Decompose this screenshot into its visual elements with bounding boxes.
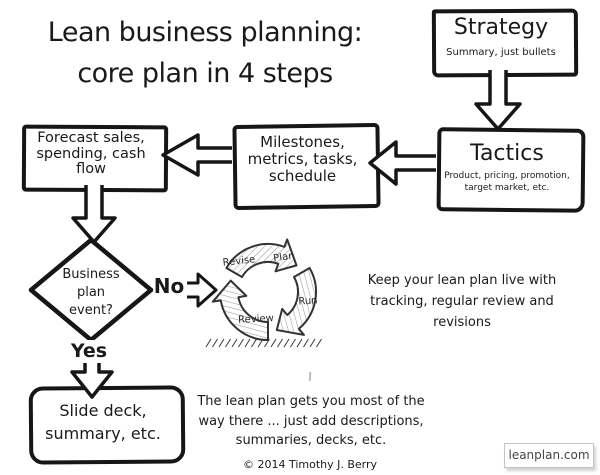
leanplan-watermark: leanplan.com [504, 443, 594, 468]
tactics-subtitle: Product, pricing, promotion, target mark… [444, 171, 570, 193]
no-label: No [153, 274, 185, 298]
strategy-title: Strategy [453, 15, 549, 40]
cycle-step-revise: Revise [222, 254, 256, 269]
slide-deck-label: Slide deck, summary, etc. [45, 401, 161, 443]
milestones-label: Milestones, metrics, tasks, schedule [247, 133, 358, 185]
strategy-subtitle: Summary, just bullets [446, 47, 556, 58]
arrow-strategy-to-tactics [474, 70, 522, 131]
diagram-title: Lean business planning: core plan in 4 s… [0, 12, 410, 94]
keep-live-note: Keep your lean plan live with tracking, … [367, 273, 557, 330]
title-line-1: Lean business planning: [47, 17, 363, 48]
decision-question: Business plan event? [62, 267, 120, 318]
lean-plan-note: The lean plan gets you most of the way t… [197, 394, 425, 448]
arrow-milestones-to-forecast [161, 133, 232, 177]
copyright-text: © 2014 Timothy J. Berry [242, 458, 378, 471]
cycle-step-run: Run [298, 295, 318, 308]
tactics-title: Tactics [470, 141, 544, 166]
arrow-forecast-to-decision [71, 185, 117, 244]
ground-hatch [205, 338, 322, 348]
cycle-step-plan: Plan [272, 250, 296, 265]
forecast-label: Forecast sales, spending, cash flow [36, 130, 146, 177]
yes-label: Yes [66, 340, 112, 362]
title-line-2: core plan in 4 steps [77, 58, 333, 89]
cycle-step-review: Review [237, 313, 275, 326]
stray-tick-mark [308, 371, 312, 382]
arrow-no-to-cycle [187, 272, 218, 308]
